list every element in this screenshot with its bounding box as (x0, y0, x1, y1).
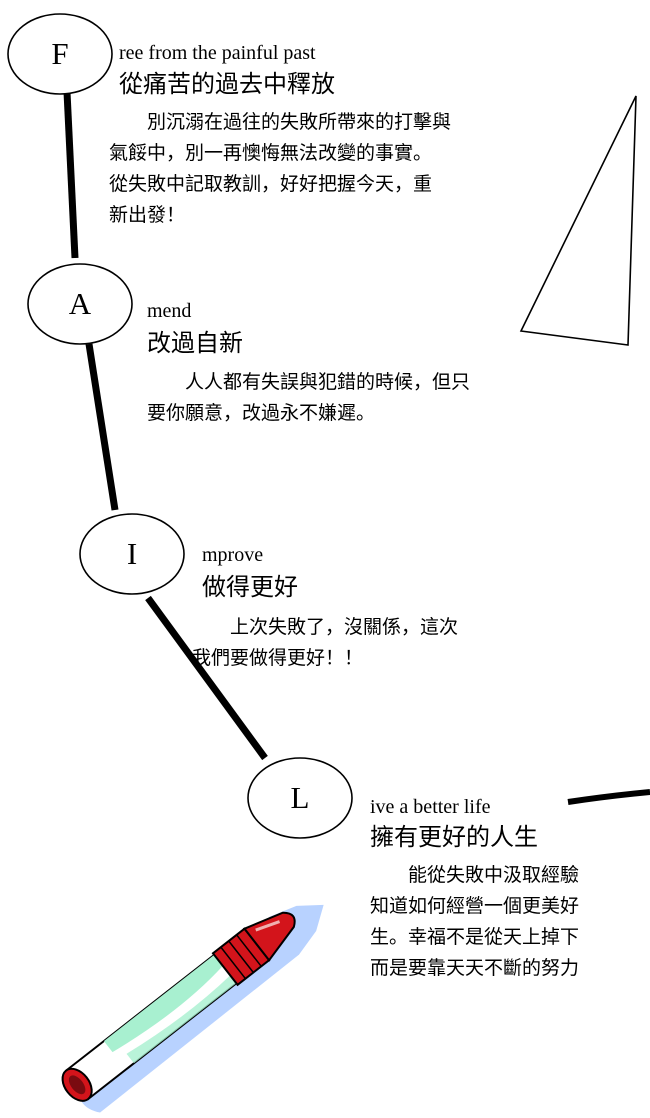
step-title-l: 擁有更好的人生 (370, 823, 538, 851)
step-english-a: mend (147, 300, 192, 322)
step-letter-l: L (290, 780, 310, 815)
step-body-i: 上次失敗了，沒關係，這次 我們要做得更好！！ (192, 612, 458, 674)
connector-line-l-right (567, 789, 650, 805)
step-body-l: 能從失敗中汲取經驗 知道如何經營一個更美好 生。幸福不是從天上掉下 而是要靠天天… (370, 860, 650, 984)
step-body-line: 人人都有失誤與犯錯的時候，但只 (147, 371, 471, 393)
connector-line-a-i (85, 343, 119, 511)
circle-i (79, 513, 185, 595)
step-body-line: 上次失敗了，沒關係，這次 (192, 616, 459, 638)
step-body-line: 新出發！ (109, 204, 186, 226)
step-letter-i: I (126, 536, 138, 571)
connector-line-i-l (145, 595, 268, 761)
step-body-f: 別沉溺在過往的失敗所帶來的打擊與 氣餒中，別一再懊悔無法改變的事實。 從失敗中記… (109, 107, 451, 231)
step-body-line: 要你願意，改過永不嫌遲。 (147, 402, 376, 424)
crayon-icon (61, 904, 324, 1113)
step-body-line: 從失敗中記取教訓，好好把握今天，重 (109, 173, 433, 195)
step-title-i: 做得更好 (202, 573, 298, 601)
triangle-shape (519, 95, 637, 346)
step-letter-a: A (68, 286, 92, 321)
step-body-line: 氣餒中，別一再懊悔無法改變的事實。 (109, 142, 433, 164)
step-english-l: ive a better life (370, 796, 491, 818)
step-english-f: ree from the painful past (119, 42, 316, 64)
circle-l (247, 757, 353, 839)
step-body-line: 生。幸福不是從天上掉下 (370, 926, 580, 948)
connector-line-f-a (63, 91, 79, 259)
step-body-line: 能從失敗中汲取經驗 (370, 864, 580, 886)
step-body-a: 人人都有失誤與犯錯的時候，但只 要你願意，改過永不嫌遲。 (147, 367, 470, 429)
step-body-line: 而是要靠天天不斷的努力 (370, 957, 580, 979)
step-body-line: 我們要做得更好！！ (192, 647, 364, 669)
step-title-f: 從痛苦的過去中釋放 (119, 70, 335, 98)
step-title-a: 改過自新 (147, 329, 243, 357)
circle-f (7, 13, 113, 95)
step-english-i: mprove (202, 544, 264, 566)
step-letter-f: F (51, 36, 69, 71)
step-body-line: 別沉溺在過往的失敗所帶來的打擊與 (109, 111, 452, 133)
circle-a (27, 263, 133, 345)
step-body-line: 知道如何經營一個更美好 (370, 895, 580, 917)
